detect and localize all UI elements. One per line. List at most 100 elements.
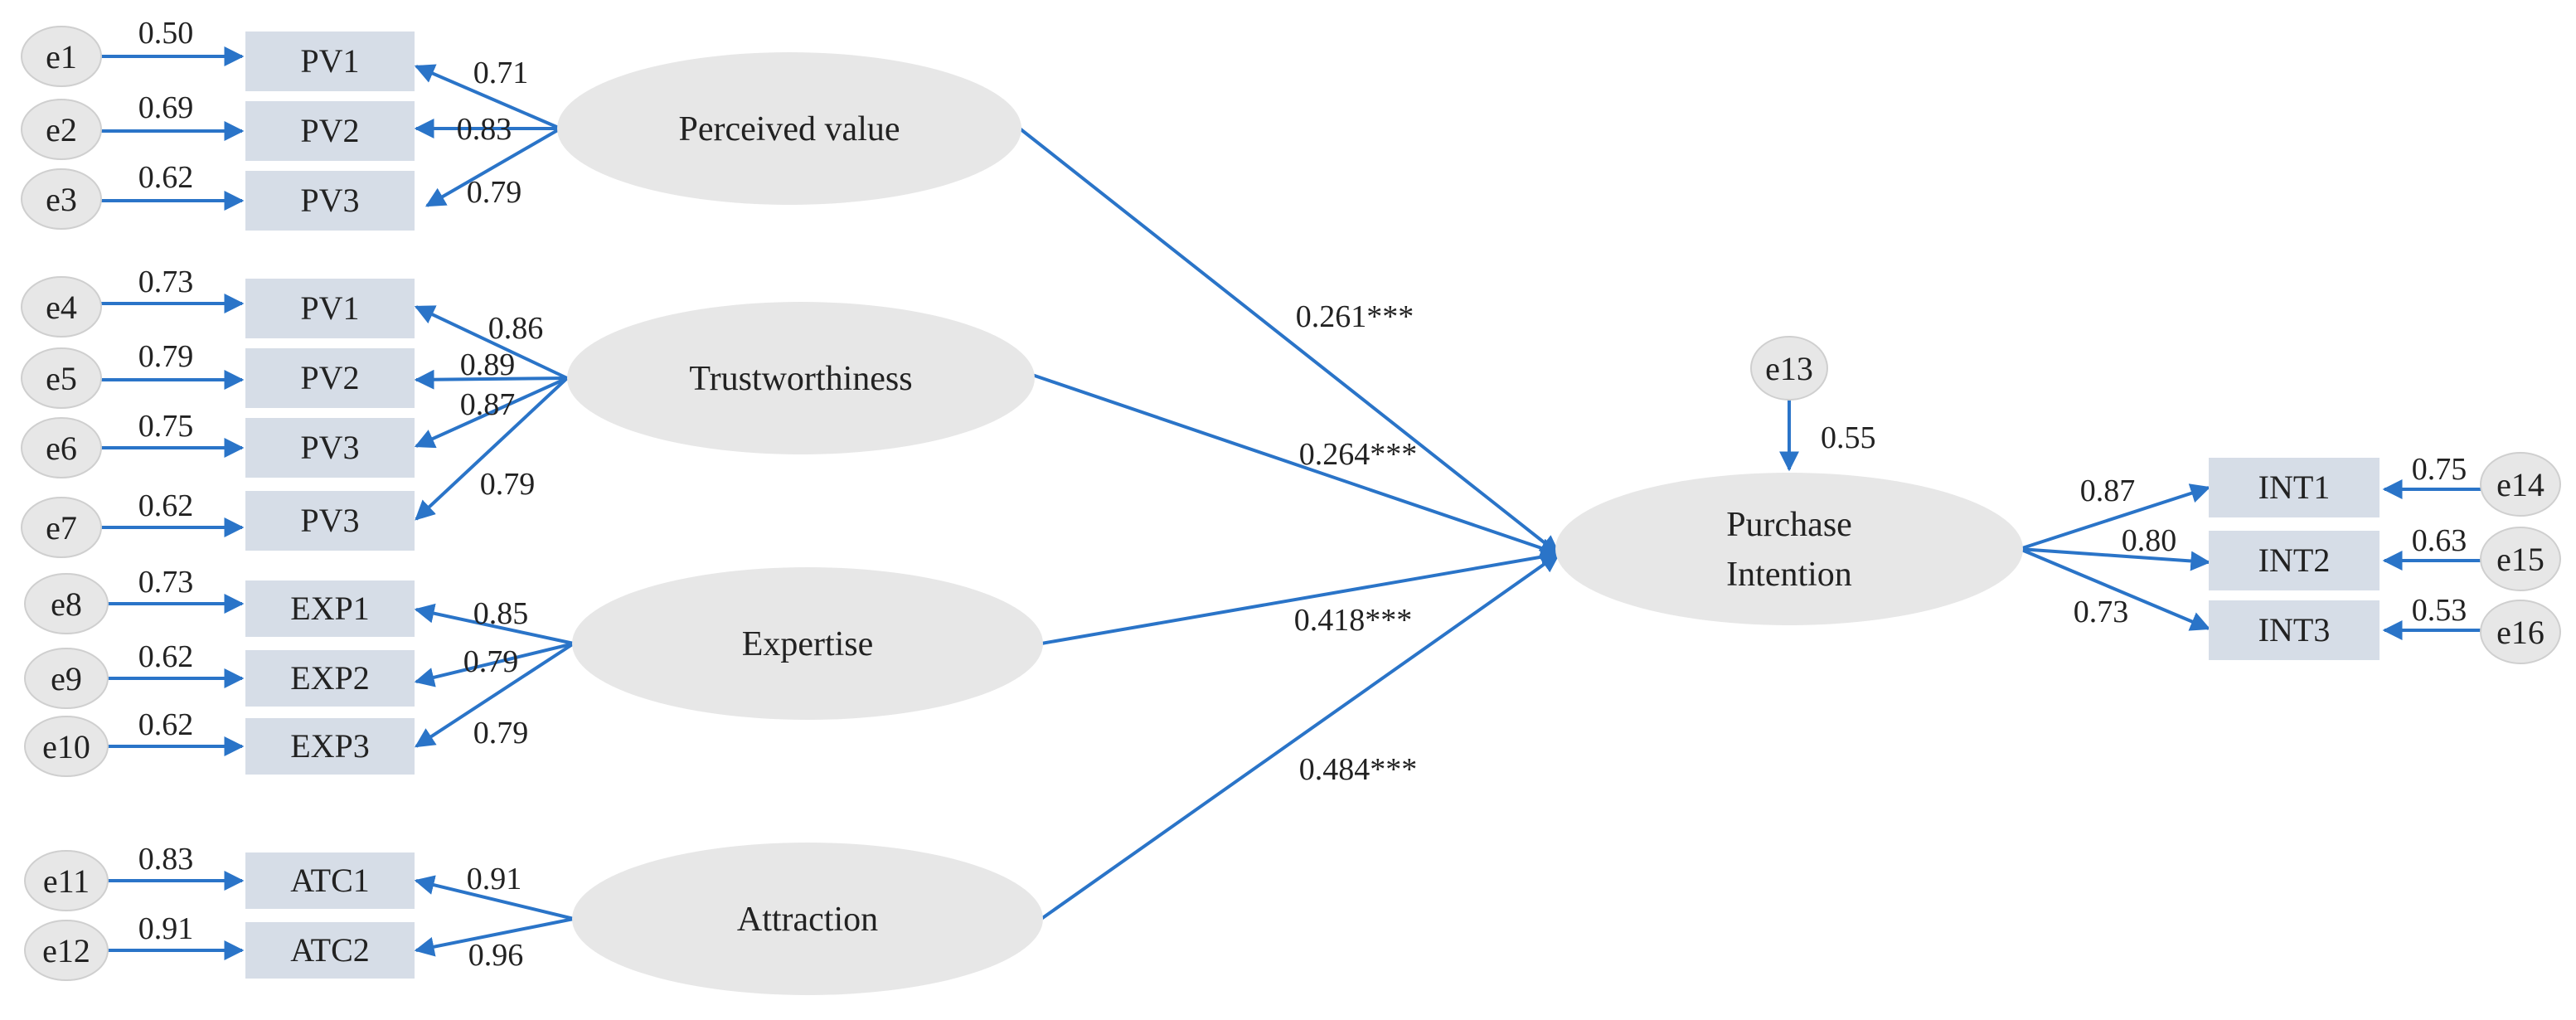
- error-node-e1: e1: [21, 26, 102, 87]
- arrow-ex-3: [414, 642, 575, 748]
- outcome-arrows: [1779, 400, 2482, 640]
- indicator-boxes-right: INT1 INT2 INT3: [2209, 458, 2380, 660]
- latent-label-line2: Intention: [1726, 556, 1852, 594]
- weight-e13: 0.55: [1821, 420, 1876, 455]
- indicator-label: ATC2: [290, 931, 370, 969]
- loading-pv-2: 0.83: [457, 112, 512, 147]
- error-node-e2: e2: [21, 99, 102, 160]
- weight-e16: 0.53: [2412, 593, 2467, 628]
- arrow-at-2: [414, 917, 575, 957]
- indicator-pv-2: PV2: [245, 101, 415, 161]
- error-node-e10: e10: [24, 716, 109, 777]
- arrow-ex-2: [414, 642, 575, 687]
- latent-attraction: Attraction: [572, 843, 1043, 995]
- latent-perceived-value: Perceived value: [557, 52, 1021, 205]
- weight-e2: 0.69: [138, 90, 194, 125]
- loading-pi-1: 0.87: [2080, 474, 2136, 508]
- error-label: e4: [46, 289, 77, 326]
- indicator-label: EXP1: [290, 590, 370, 627]
- arrow-pi-3: [2019, 547, 2211, 631]
- error-label: e5: [46, 360, 77, 397]
- error-terms-right: e14 e15 e16: [2480, 452, 2561, 664]
- weight-e8: 0.73: [138, 565, 194, 600]
- latent-expertise: Expertise: [572, 567, 1043, 720]
- weight-e14: 0.75: [2412, 452, 2467, 487]
- latent-label: Expertise: [742, 625, 874, 663]
- error-label: e14: [2496, 466, 2544, 503]
- error-label: e16: [2496, 614, 2544, 651]
- error-node-e7: e7: [21, 497, 102, 558]
- arrow-pi-2: [2019, 547, 2211, 571]
- arrow-tw-4: [415, 376, 569, 521]
- indicator-label: PV3: [300, 182, 359, 219]
- error-label: e6: [46, 430, 77, 467]
- loading-pi-3: 0.73: [2074, 595, 2129, 629]
- latent-label-line1: Purchase: [1726, 506, 1852, 544]
- indicator-label: PV2: [300, 112, 359, 149]
- error-label: e2: [46, 111, 77, 148]
- error-weight-labels: 0.50 0.69 0.62 0.73 0.79 0.75 0.62 0.73 …: [138, 16, 2467, 946]
- latent-label: Perceived value: [678, 110, 900, 148]
- indicator-label: PV1: [300, 42, 359, 80]
- loading-tw-2: 0.89: [460, 347, 516, 382]
- indicator-label: INT3: [2258, 611, 2331, 648]
- indicator-ex-1: EXP1: [245, 580, 415, 637]
- indicator-label: PV3: [300, 429, 359, 466]
- coef-at: 0.484***: [1299, 752, 1418, 787]
- arrow-pv-1: [414, 64, 561, 130]
- loading-pi-2: 0.80: [2122, 523, 2177, 558]
- error-node-e11: e11: [24, 850, 109, 911]
- latent-label: Attraction: [737, 901, 878, 939]
- indicator-tw-4: PV3: [245, 491, 415, 551]
- error-label: e1: [46, 38, 77, 75]
- coef-tw: 0.264***: [1299, 437, 1418, 472]
- error-node-e13: e13: [1750, 336, 1828, 401]
- indicator-at-1: ATC1: [245, 852, 415, 909]
- weight-e15: 0.63: [2412, 523, 2467, 558]
- path-at-pi: [1040, 552, 1560, 920]
- weight-e5: 0.79: [138, 339, 194, 374]
- indicator-pi-2: INT2: [2209, 531, 2380, 590]
- indicator-pv-1: PV1: [245, 32, 415, 91]
- indicator-pv-3: PV3: [245, 171, 415, 231]
- weight-e4: 0.73: [138, 265, 194, 299]
- weight-e6: 0.75: [138, 409, 194, 444]
- loading-ex-1: 0.85: [473, 596, 529, 631]
- error-label: e3: [46, 181, 77, 218]
- latent-trustworthiness: Trustworthiness: [567, 302, 1035, 454]
- weight-e10: 0.62: [138, 707, 194, 742]
- loading-at-1: 0.91: [467, 862, 522, 896]
- latent-label: Trustworthiness: [689, 360, 912, 398]
- coef-ex: 0.418***: [1294, 603, 1413, 638]
- error-node-e14: e14: [2480, 452, 2561, 517]
- error-node-e9: e9: [24, 648, 109, 709]
- arrow-pv-3: [424, 127, 562, 207]
- latent-purchase-intention: Purchase Intention: [1555, 473, 2023, 625]
- loading-at-2: 0.96: [468, 938, 524, 973]
- error-label: e15: [2496, 541, 2544, 578]
- loading-labels: 0.71 0.83 0.79 0.86 0.89 0.87 0.79 0.85 …: [457, 56, 2177, 973]
- error-node-e4: e4: [21, 276, 102, 338]
- error-label: e7: [46, 509, 77, 546]
- indicator-label: PV3: [300, 502, 359, 539]
- latent-constructs: Perceived value Trustworthiness Expertis…: [557, 52, 2023, 995]
- indicator-label: INT2: [2258, 542, 2331, 579]
- weight-e11: 0.83: [138, 842, 194, 877]
- error-node-e12: e12: [24, 920, 109, 981]
- error-label: e13: [1765, 350, 1813, 387]
- arrow-pi-1: [2019, 483, 2211, 551]
- path-coefficient-labels: 0.261*** 0.264*** 0.418*** 0.484***: [1294, 299, 1418, 787]
- loading-ex-2: 0.79: [463, 644, 519, 679]
- indicator-ex-3: EXP3: [245, 718, 415, 775]
- indicator-label: PV1: [300, 289, 359, 327]
- indicator-tw-1: PV1: [245, 279, 415, 338]
- loading-tw-4: 0.79: [480, 467, 536, 502]
- indicator-pi-1: INT1: [2209, 458, 2380, 517]
- indicator-boxes-left: PV1 PV2 PV3 PV1 PV2 PV3 PV3 EXP1 EXP2 EX…: [245, 32, 415, 979]
- structural-paths: [1018, 127, 1561, 920]
- error-label: e8: [51, 585, 82, 623]
- loading-tw-3: 0.87: [460, 387, 516, 422]
- loading-ex-3: 0.79: [473, 716, 529, 750]
- indicator-tw-2: PV2: [245, 348, 415, 408]
